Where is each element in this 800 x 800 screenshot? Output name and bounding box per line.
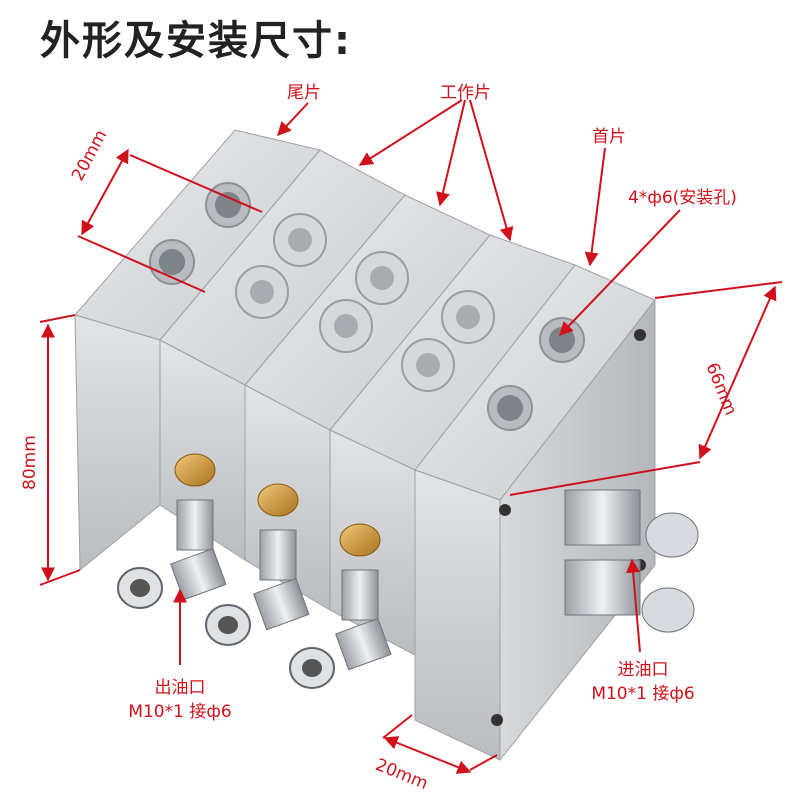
label-work-segment: 工作片 — [440, 83, 491, 103]
label-outlet: 出油口 M10*1 接ф6 — [115, 676, 245, 724]
inlet-fittings — [564, 489, 699, 633]
label-outlet-title: 出油口 — [154, 678, 206, 698]
page-title: 外形及安装尺寸: — [40, 18, 352, 64]
label-dim-left: 80mm — [20, 435, 40, 490]
outlet-fittings — [117, 453, 392, 689]
label-head-segment: 首片 — [592, 127, 626, 147]
label-inlet-title: 进油口 — [617, 660, 669, 680]
label-outlet-spec: M10*1 接ф6 — [128, 702, 232, 722]
annotation-arrows — [39, 99, 783, 774]
label-tail-segment: 尾片 — [287, 83, 321, 103]
label-mounting-holes: 4*ф6(安装孔) — [628, 188, 737, 208]
label-inlet: 进油口 M10*1 接ф6 — [578, 658, 708, 706]
label-inlet-spec: M10*1 接ф6 — [591, 684, 695, 704]
